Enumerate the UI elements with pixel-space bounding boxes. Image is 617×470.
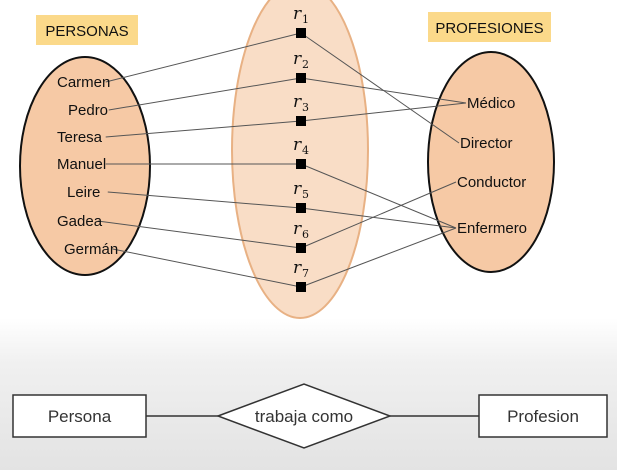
personas-ellipse [19,56,151,276]
link-persona-gadea [97,220,302,249]
relation-label-7: r [293,258,302,278]
link-relation-4-profesion [300,163,457,229]
relation-label-3: r [293,92,302,112]
link-relation-7-profesion [300,227,457,288]
relation-node-5 [296,203,306,213]
relation-label-6: r [293,219,302,239]
persona-leire: Leire [67,184,100,201]
er-entity-persona-label: Persona [48,407,112,426]
link-relation-1-profesion [300,32,460,144]
er-entity-profesion [478,394,608,438]
er-entity-persona [12,394,147,438]
er-entity-profesion-label: Profesion [507,407,579,426]
relation-label-2: r [293,49,302,69]
persona-german: Germán [64,241,118,258]
relation-sub-2: 2 [302,58,309,71]
profesiones-title-box [428,12,551,42]
profesion-director: Director [460,135,513,152]
link-persona-teresa [105,120,302,138]
profesiones-ellipse [427,51,555,273]
relation-sub-3: 3 [302,101,309,114]
relation-node-7 [296,282,306,292]
link-relation-2-profesion [300,77,467,104]
persona-manuel: Manuel [57,156,106,173]
link-relation-3-profesion [300,102,467,122]
persona-gadea: Gadea [57,213,103,230]
personas-title: PERSONAS [45,23,128,40]
er-relationship-label: trabaja como [255,407,353,426]
link-persona-german [112,248,302,288]
relations-ellipse [231,0,369,319]
relation-node-4 [296,159,306,169]
persona-pedro: Pedro [68,102,108,119]
persona-carmen: Carmen [57,74,110,91]
relation-sub-5: 5 [302,188,309,201]
relation-node-6 [296,243,306,253]
profesion-enfermero: Enfermero [457,220,527,237]
link-persona-carmen [105,32,302,83]
er-relationship-diamond [215,383,393,449]
profesiones-title: PROFESIONES [435,20,543,37]
mapping-lines [97,32,467,288]
relation-sub-7: 7 [302,267,309,280]
relation-label-4: r [293,135,302,155]
persona-teresa: Teresa [57,129,103,146]
profesion-medico: Médico [467,95,515,112]
link-relation-5-profesion [300,207,457,229]
personas-title-box [36,15,138,45]
link-persona-leire [107,191,302,209]
relation-node-3 [296,116,306,126]
relation-label-5: r [293,179,302,199]
link-relation-6-profesion [300,181,457,249]
relation-label-1: r [293,4,302,24]
relation-sub-1: 1 [302,13,309,26]
relation-node-1 [296,28,306,38]
link-persona-pedro [108,77,302,111]
relation-sub-6: 6 [302,228,309,241]
relation-sub-4: 4 [302,144,309,157]
profesion-conductor: Conductor [457,174,526,191]
relation-node-2 [296,73,306,83]
